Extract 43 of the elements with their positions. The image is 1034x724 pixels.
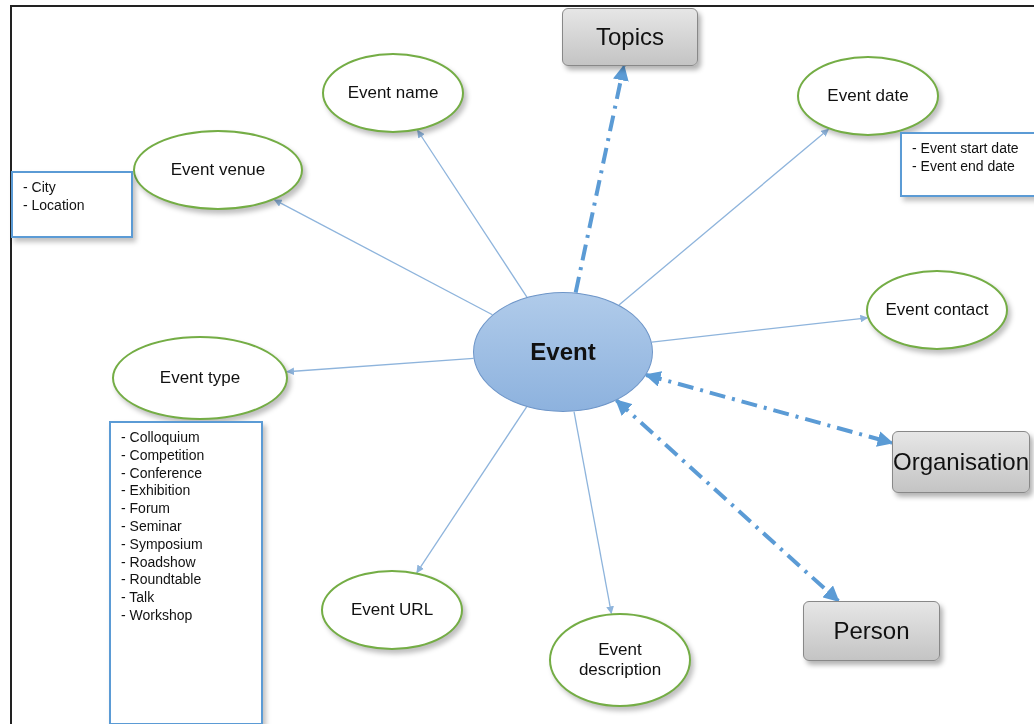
node-label: Event type xyxy=(159,368,241,388)
node-label: Topics xyxy=(596,23,664,51)
node-label: Event date xyxy=(827,86,909,106)
node-label: Organisation xyxy=(892,448,1030,476)
node-label: Person xyxy=(833,617,910,645)
list-item: - City xyxy=(23,179,56,196)
value-list-box xyxy=(11,171,133,238)
arrow xyxy=(644,371,894,447)
list-item: - Workshop xyxy=(121,606,193,624)
list-item: - Exhibition xyxy=(121,482,191,500)
arrow xyxy=(286,357,475,376)
arrow xyxy=(417,129,528,298)
list-item: - Talk xyxy=(121,589,155,606)
node-label: Event name xyxy=(347,83,439,103)
arrow xyxy=(651,314,869,343)
list-item: - Location xyxy=(23,196,85,214)
arrow xyxy=(573,64,629,293)
list-item: - Roundtable xyxy=(121,571,202,589)
entity-box xyxy=(562,8,698,66)
value-list-box xyxy=(109,421,263,724)
list-item: - Seminar xyxy=(121,518,182,535)
arrow xyxy=(416,406,528,574)
node-label: Event description xyxy=(577,640,663,680)
entity-box xyxy=(892,431,1030,493)
node-label: Event xyxy=(530,338,596,366)
value-list-box xyxy=(900,132,1034,197)
entity-box xyxy=(803,601,940,661)
arrow xyxy=(618,128,830,306)
arrow xyxy=(273,199,494,316)
list-item: - Forum xyxy=(121,500,170,517)
arrow xyxy=(573,410,614,615)
list-item: - Competition xyxy=(121,446,205,464)
node-label: Event URL xyxy=(350,600,434,620)
list-item: - Roadshow xyxy=(121,553,196,571)
list-item: - Event start date xyxy=(912,140,1019,157)
list-item: - Event end date xyxy=(912,157,1015,175)
attribute-ellipse xyxy=(133,130,303,210)
node-label: Event contact xyxy=(885,300,989,320)
arrow xyxy=(615,398,840,603)
list-item: - Colloquium xyxy=(121,429,200,446)
node-label: Event venue xyxy=(170,160,266,180)
list-item: - Symposium xyxy=(121,535,203,553)
list-item: - Conference xyxy=(121,464,202,482)
